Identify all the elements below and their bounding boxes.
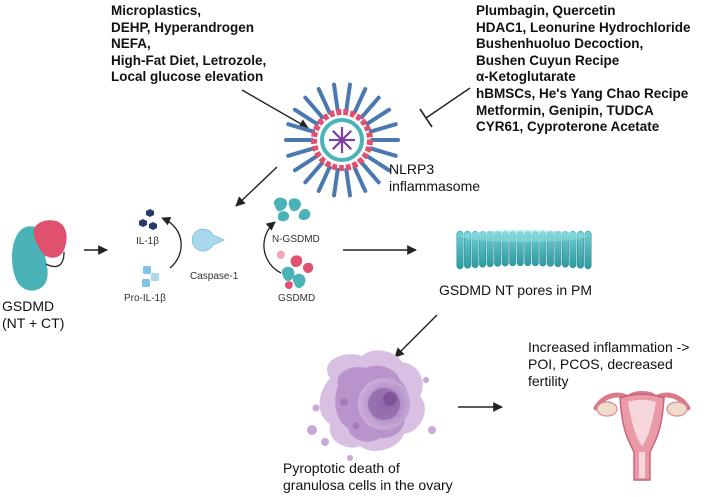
inducer-item: Microplastics, [111, 3, 202, 18]
inducer-arrow [241, 89, 309, 129]
outcome-label: Increased inflammation -> POI, PCOS, dec… [528, 339, 689, 390]
inducer-list: Microplastics, DEHP, Hyperandrogen NEFA,… [111, 3, 266, 86]
inhibitor-item: α-Ketoglutarate [476, 69, 576, 85]
inhibitor-item: Metformin, Genipin, TUDCA [476, 102, 654, 118]
death-label-line: Pyroptotic death of [283, 460, 400, 476]
pro-il1b-icon [142, 266, 159, 287]
il1b-icon [139, 209, 157, 230]
inducer-item: High-Fat Diet, Letrozole, [111, 52, 267, 68]
inhibitor-item: Bushenhuoluo Decoction, [476, 36, 644, 52]
n-gsdmd-icon [273, 197, 311, 222]
il1b-processing-arrow [161, 216, 182, 269]
gsdmd-small-label: GSDMD [278, 293, 316, 304]
il1b-label: IL-1β [136, 236, 159, 247]
pyroptotic-cell-icon [307, 350, 436, 461]
inflammasome-to-caspase-arrow [235, 166, 278, 207]
gsdmd-protein-icon [12, 220, 67, 291]
outcome-label-line: POI, PCOS, decreased [528, 356, 673, 372]
gsdmd-label-line: (NT + CT) [2, 315, 65, 331]
inhibitor-item: CYR61, Cyproterone Acetate [476, 119, 660, 135]
caspase-1-label: Caspase-1 [190, 271, 239, 282]
inducer-item: Local glucose elevation [111, 69, 264, 85]
inhibitor-item: Bushen Cuyun Recipe [476, 52, 620, 68]
inducer-item: NEFA, [111, 36, 151, 52]
gsdmd-cleaved-icon [276, 250, 314, 289]
uterus-icon [593, 391, 691, 481]
gsdmd-label: GSDMD (NT + CT) [2, 298, 64, 332]
gsdmd-cleavage-arrow [263, 221, 282, 274]
nlrp3-inflammasome-icon [284, 82, 400, 198]
inhibition-line [419, 87, 471, 128]
inhibitor-item: Plumbagin, Quercetin [476, 3, 616, 18]
inflammasome-label: NLRP3 inflammasome [389, 161, 480, 195]
pyroptotic-death-label: Pyroptotic death of granulosa cells in t… [283, 460, 453, 494]
death-label-line: granulosa cells in the ovary [283, 477, 453, 493]
inducer-item: DEHP, Hyperandrogen [111, 19, 255, 35]
n-gsdmd-label: N-GSDMD [272, 234, 320, 245]
gsdmd-pores-icon [456, 230, 592, 270]
caspase-1-icon [191, 228, 225, 252]
inflammasome-label-line: inflammasome [389, 178, 481, 194]
inhibitor-item: hBMSCs, He's Yang Chao Recipe [476, 85, 689, 101]
inflammasome-label-line: NLRP3 [389, 161, 435, 177]
pores-label: GSDMD NT pores in PM [439, 282, 592, 298]
gsdmd-label-line: GSDMD [2, 298, 55, 314]
outcome-label-line: Increased inflammation -> [528, 339, 690, 355]
pro-il1b-label: Pro-IL-1β [124, 293, 166, 304]
pores-to-death-arrow [394, 314, 438, 358]
inhibitor-item: HDAC1, Leonurine Hydrochloride [476, 19, 691, 35]
inhibitor-list: Plumbagin, Quercetin HDAC1, Leonurine Hy… [476, 3, 691, 136]
outcome-label-line: fertility [528, 373, 569, 389]
